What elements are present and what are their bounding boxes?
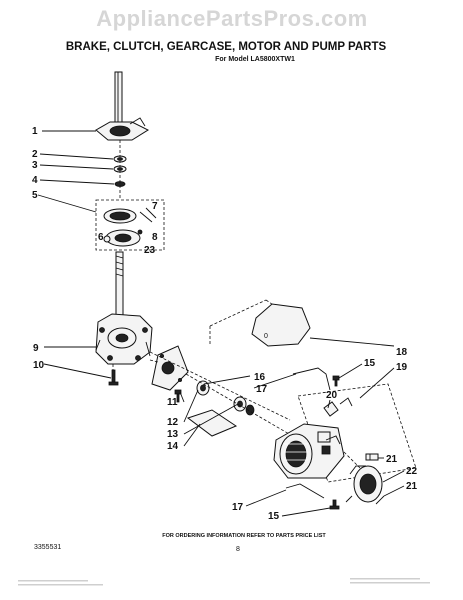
callout-5: 5 [32, 190, 38, 201]
callout-11: 11 [167, 397, 178, 408]
screw-15-lower [329, 499, 340, 510]
gasket-14 [186, 409, 238, 437]
gearcase-part [95, 313, 153, 365]
callout-20: 20 [326, 390, 338, 401]
motor-cover-part [251, 303, 311, 347]
callout-10: 10 [33, 360, 45, 371]
page-title: BRAKE, CLUTCH, GEARCASE, MOTOR AND PUMP … [66, 41, 387, 53]
ordering-note: FOR ORDERING INFORMATION REFER TO PARTS … [162, 533, 326, 539]
screw-11 [174, 389, 182, 403]
callout-1: 1 [32, 126, 38, 137]
drive-rod-17 [292, 367, 331, 391]
motor-bracket-outline [297, 383, 417, 483]
watermark: AppliancePartsPros.com [96, 6, 367, 31]
callout-9: 9 [33, 343, 39, 354]
shaft-lower [115, 251, 124, 323]
callout-2: 2 [32, 149, 38, 160]
model-subtitle: For Model LA5800XTW1 [215, 56, 295, 63]
page-number: 8 [236, 546, 240, 553]
callout-3: 3 [32, 160, 38, 171]
callout-12: 12 [167, 417, 179, 428]
callout-16: 16 [254, 372, 266, 383]
callout-19: 19 [396, 362, 408, 373]
callout-21-upper: 21 [386, 454, 398, 465]
callout-7: 7 [152, 201, 158, 212]
callout-14: 14 [167, 441, 179, 452]
hose-fitting-21a [365, 453, 379, 461]
brake-cam-part [95, 117, 150, 141]
callout-22: 22 [406, 466, 418, 477]
callout-4: 4 [32, 175, 38, 186]
callout-21-lower: 21 [406, 481, 418, 492]
screw-10 [108, 369, 119, 386]
motor-part [273, 423, 345, 479]
callout-23: 23 [144, 245, 156, 256]
callout-6: 6 [98, 232, 104, 243]
callout-8: 8 [152, 232, 158, 243]
callout-13: 13 [167, 429, 179, 440]
callout-17-lower: 17 [232, 502, 244, 513]
screw-15-upper [332, 375, 340, 387]
callout-18: 18 [396, 347, 408, 358]
fine-print [18, 578, 430, 586]
callout-15-lower: 15 [268, 511, 280, 522]
brake-assembly-part [103, 207, 157, 247]
drive-rod-17-lower [285, 483, 325, 499]
callout-15-upper: 15 [364, 358, 376, 369]
cover-label-0: 0 [264, 333, 268, 340]
callout-numbers: 1 2 3 4 5 6 7 8 23 9 10 11 12 13 14 16 1… [32, 126, 418, 522]
document-number: 3355531 [34, 544, 61, 551]
pump-part [345, 465, 383, 503]
brake-assembly-box [95, 199, 165, 251]
callout-17-upper: 17 [256, 384, 268, 395]
